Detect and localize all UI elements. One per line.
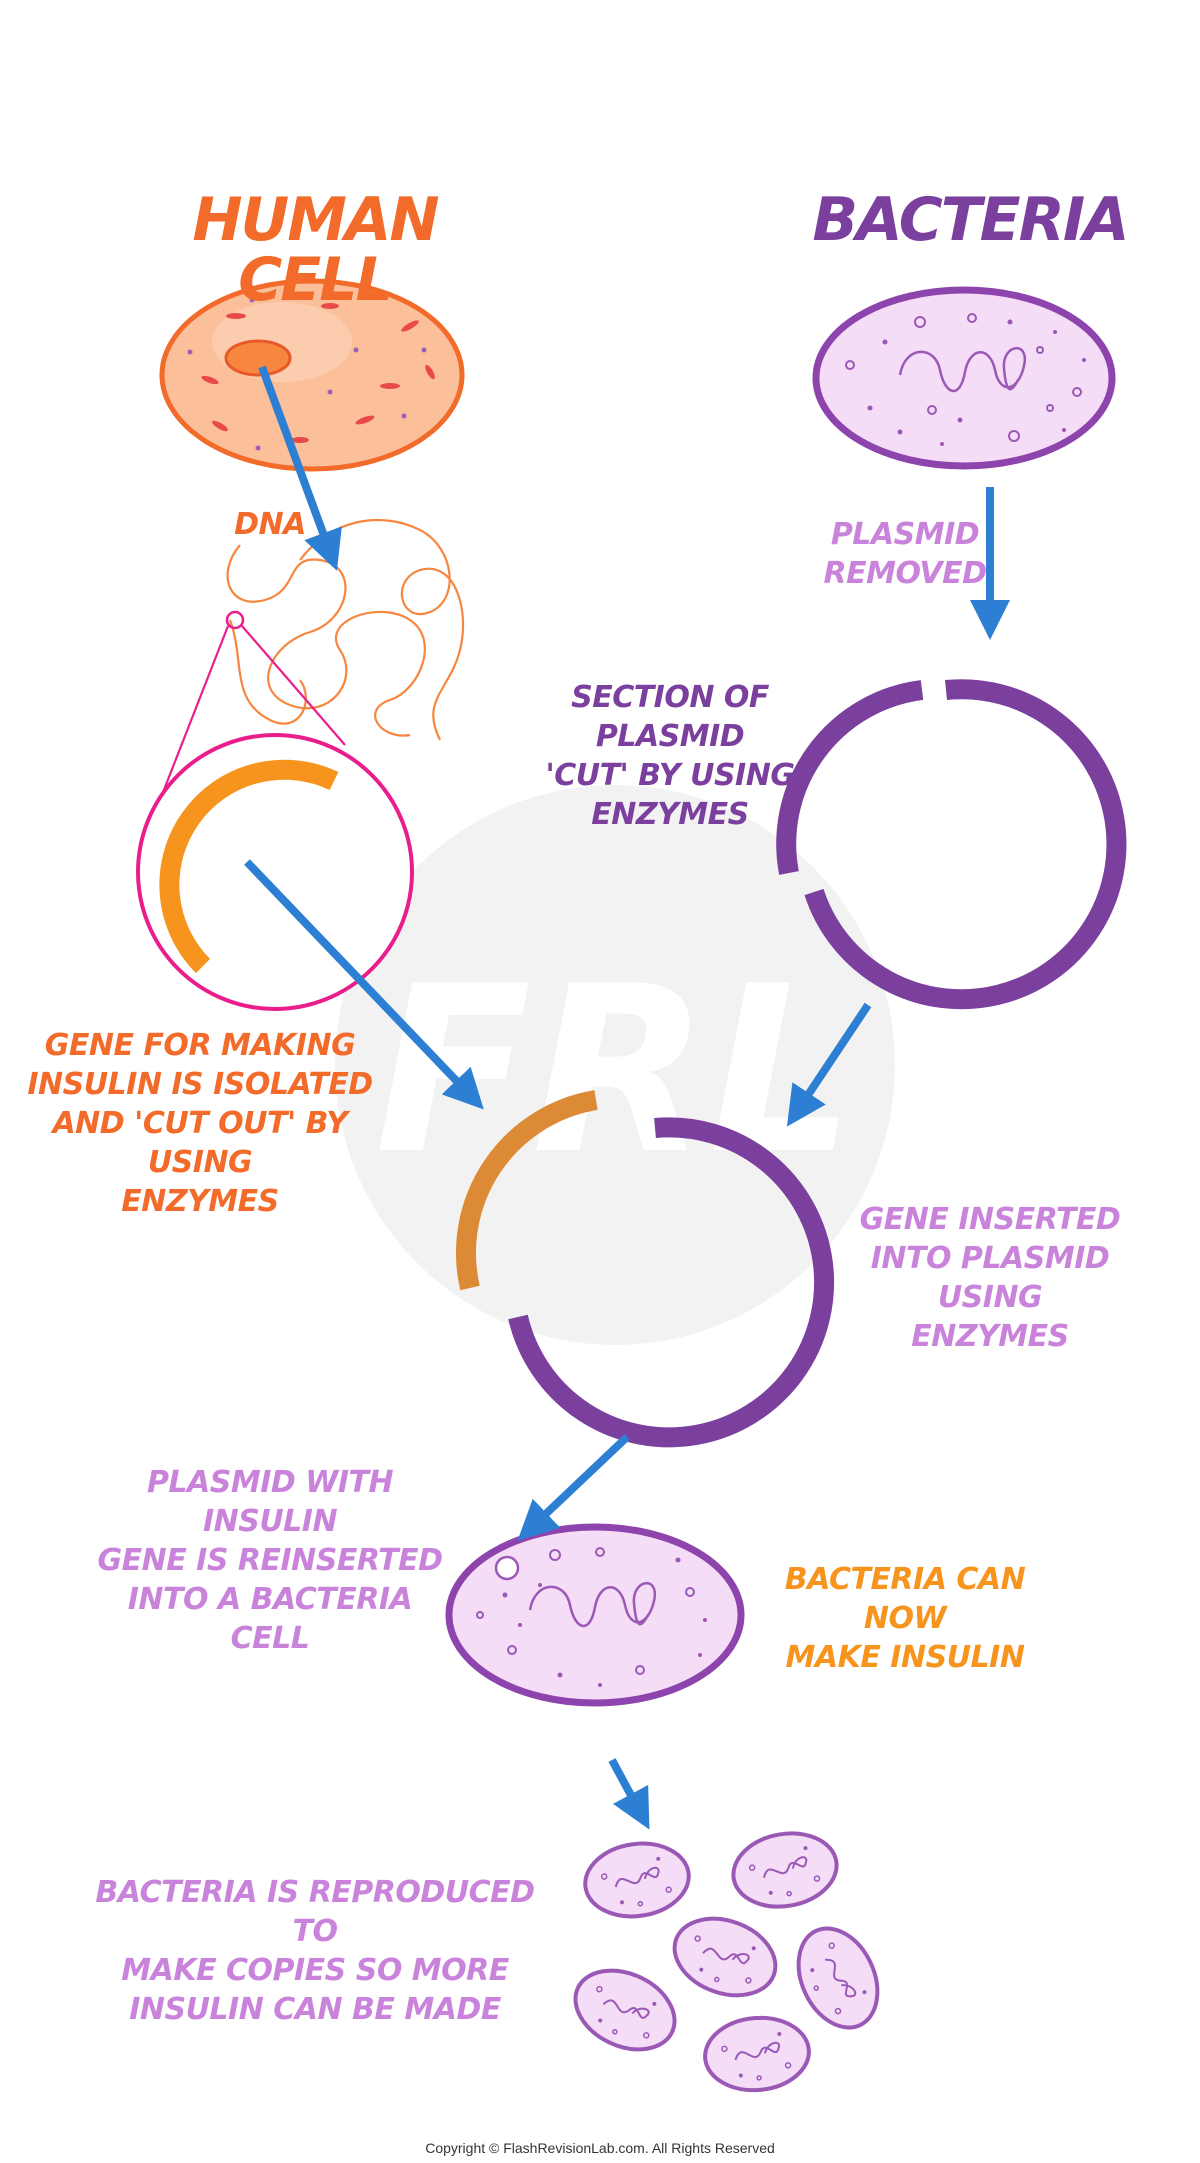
gene-isolated-label: Gene for making insulin is isolated and … xyxy=(10,1026,390,1221)
section-cut-line-3: enzymes xyxy=(591,797,749,832)
recombinant-plasmid xyxy=(456,1090,835,1448)
plasmid-reinserted-label: Plasmid with insulin gene is reinserted … xyxy=(90,1463,450,1658)
section-cut-line-1: Section of plasmid xyxy=(571,680,769,754)
bacterium-top xyxy=(812,286,1116,470)
bacteria-reproduced-line-3: insulin can be made xyxy=(129,1992,501,2027)
bacteria-reproduced-line-2: make copies so more xyxy=(121,1953,509,1988)
dna-strand xyxy=(226,518,465,741)
human-cell-illustration xyxy=(159,278,465,472)
gene-isolated-line-4: enzymes xyxy=(121,1184,279,1219)
bacterium-copy-6 xyxy=(700,2011,814,2097)
gene-isolated-line-1: Gene for making xyxy=(44,1028,356,1063)
gene-inserted-line-3: enzymes xyxy=(911,1319,1069,1354)
gene-isolated-line-3: and 'cut out' by using xyxy=(52,1106,348,1180)
bacteria-copies xyxy=(560,1823,895,2097)
bacterium-recombinant xyxy=(445,1523,745,1707)
inserted-plasmid-dot xyxy=(494,1555,520,1581)
plasmid-removed-label: Plasmid Removed xyxy=(800,515,1010,593)
bacterium-copy-2 xyxy=(725,1823,845,1917)
plasmid-reinserted-line-1: Plasmid with insulin xyxy=(146,1465,394,1539)
bacteria-insulin-line-2: make insulin xyxy=(785,1640,1025,1675)
bacterium-copy-4 xyxy=(781,1913,895,2043)
bacterium-copy-5 xyxy=(560,1953,690,2067)
process-arrows xyxy=(244,365,1010,1830)
copyright-notice: Copyright © FlashRevisionLab.com. All Ri… xyxy=(425,2140,775,2156)
bacterium-copy-1 xyxy=(578,1835,696,1925)
bacteria-insulin-label: Bacteria can now make insulin xyxy=(755,1560,1055,1677)
plasmid-cut xyxy=(776,679,1127,1010)
plasmid-reinserted-line-3: into a bacteria cell xyxy=(127,1582,413,1656)
human-cell-title: Human Cell xyxy=(192,185,439,315)
arrow-reproduce xyxy=(608,1758,650,1830)
watermark: FRL xyxy=(335,785,895,1345)
section-cut-label: Section of plasmid 'cut' by using enzyme… xyxy=(500,678,840,834)
plasmid-removed-line-2: Removed xyxy=(823,556,988,591)
gene-inserted-line-1: Gene inserted xyxy=(859,1202,1121,1237)
arrow-reinsert xyxy=(517,1434,630,1541)
gene-isolated-line-2: insulin is isolated xyxy=(27,1067,373,1102)
bacteria-title: Bacteria xyxy=(812,185,1129,255)
bacterium-copy-3 xyxy=(661,1903,789,2011)
gene-inserted-line-2: into plasmid using xyxy=(870,1241,1110,1315)
nucleus xyxy=(224,339,292,377)
insulin-gene-arc xyxy=(159,759,339,974)
arrow-plasmid-to-recombinant xyxy=(786,1002,872,1127)
arrow-nucleus-to-dna xyxy=(258,365,342,571)
dna-label: DNA xyxy=(234,507,306,542)
plasmid-removed-line-1: Plasmid xyxy=(830,517,980,552)
plasmid-reinserted-line-2: gene is reinserted xyxy=(97,1543,443,1578)
arrow-gene-to-plasmid xyxy=(244,859,484,1110)
bacteria-insulin-line-1: Bacteria can now xyxy=(784,1562,1026,1636)
bacteria-reproduced-line-1: Bacteria is reproduced to xyxy=(95,1875,535,1949)
section-cut-line-2: 'cut' by using xyxy=(545,758,795,793)
bacteria-reproduced-label: Bacteria is reproduced to make copies so… xyxy=(80,1873,550,2029)
gene-inserted-label: Gene inserted into plasmid using enzymes xyxy=(830,1200,1150,1356)
